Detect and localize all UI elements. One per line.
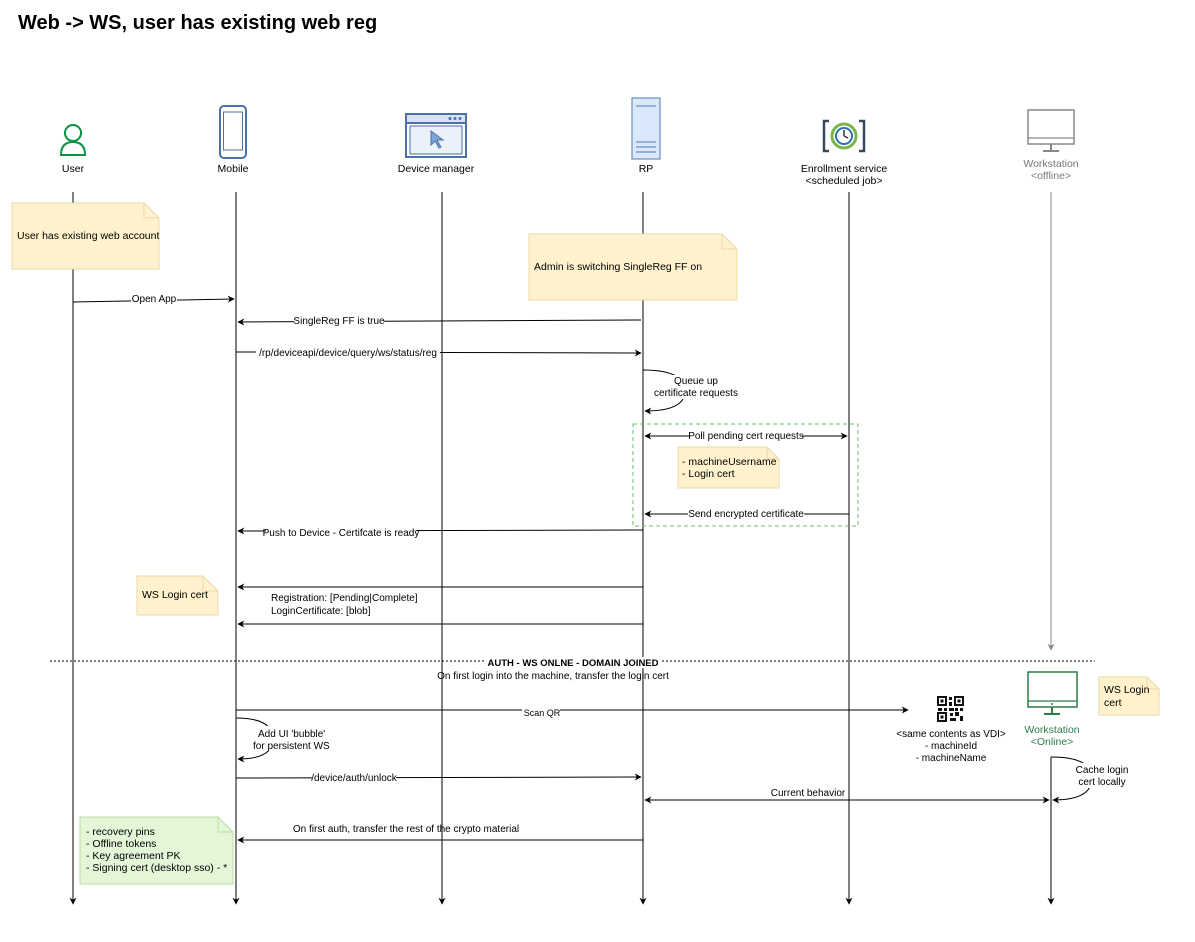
- message-auth-unlock: /device/auth/unlock: [235, 773, 642, 784]
- message-send-encrypted: Send encrypted certificate: [644, 508, 849, 520]
- message-status-reg-label: /rp/deviceapi/device/query/ws/status/reg: [259, 348, 437, 359]
- note-existing-account-text: User has existing web account: [17, 230, 159, 242]
- note-existing-account: User has existing web account: [11, 202, 160, 270]
- actor-sublabel-enrollment-service: <scheduled job>: [805, 175, 882, 187]
- note-crypto-line2: - Offline tokens: [86, 838, 156, 850]
- section-divider-label-bg: [486, 657, 660, 668]
- message-open-app: Open App: [72, 293, 235, 305]
- scheduled-job-clock-icon: [822, 119, 866, 153]
- actor-label-device-manager: Device manager: [398, 163, 475, 175]
- note-ws-login-cert-right: WS Login cert: [1098, 676, 1160, 716]
- message-current-behavior: Current behavior: [644, 788, 1050, 804]
- lifelines: [69, 192, 1055, 905]
- message-poll-pending-label: Poll pending cert requests: [688, 431, 804, 442]
- message-queue-up-line2: certificate requests: [654, 388, 738, 399]
- message-first-auth: On first auth, transfer the rest of the …: [237, 824, 643, 844]
- message-first-auth-label: On first auth, transfer the rest of the …: [293, 824, 519, 835]
- workstation-online-sublabel: <Online>: [1031, 736, 1074, 748]
- poll-group-box: [632, 423, 859, 527]
- note-cert-contents-line2: - Login cert: [682, 468, 735, 480]
- message-cache-login-line1: Cache login: [1076, 765, 1129, 776]
- note-ws-login-cert-left: WS Login cert: [136, 575, 219, 616]
- qr-text-line1: <same contents as VDI>: [896, 729, 1006, 740]
- qr-text-line3: - machineName: [916, 753, 987, 764]
- actor-label-rp: RP: [639, 163, 654, 175]
- message-scan-qr: Scan QR: [236, 706, 909, 718]
- message-current-behavior-label: Current behavior: [771, 788, 846, 799]
- message-queue-up-self: Queue up certificate requests: [642, 369, 738, 415]
- message-open-app-label: Open App: [132, 294, 177, 305]
- message-poll-pending: Poll pending cert requests: [644, 430, 848, 442]
- message-queue-up-line1: Queue up: [674, 376, 718, 387]
- actor-label-workstation: Workstation: [1023, 158, 1078, 170]
- message-registration-line2: LoginCertificate: [blob]: [271, 606, 371, 617]
- workstation-online-label: Workstation: [1024, 724, 1079, 736]
- qr-code-icon: [937, 696, 964, 722]
- message-cache-login-self: Cache login cert locally: [1050, 756, 1132, 804]
- note-crypto-line4: - Signing cert (desktop sso) - *: [86, 862, 227, 874]
- user-icon: [59, 124, 87, 156]
- server-icon: [631, 97, 661, 160]
- note-ws-login-cert-right-line1: WS Login: [1104, 684, 1150, 696]
- note-admin-ff: Admin is switching SingleReg FF on: [528, 233, 738, 301]
- actor-label-enrollment-service: Enrollment service: [801, 163, 888, 175]
- section-heading: AUTH - WS ONLNE - DOMAIN JOINED: [488, 658, 659, 669]
- section-subheading: On first login into the machine, transfe…: [437, 671, 669, 682]
- message-singlereg-true: SingleReg FF is true: [237, 315, 642, 327]
- message-cache-login-line2: cert locally: [1078, 777, 1125, 788]
- note-ws-login-cert-right-line2: cert: [1104, 697, 1122, 709]
- actor-label-mobile: Mobile: [218, 163, 249, 175]
- qr-text-line2: - machineId: [925, 741, 977, 752]
- actor-sublabel-workstation: <offline>: [1031, 170, 1071, 182]
- message-registration-line1: Registration: [Pending|Complete]: [271, 593, 418, 604]
- note-crypto-line1: - recovery pins: [86, 826, 155, 838]
- message-status-reg: /rp/deviceapi/device/query/ws/status/reg: [235, 347, 642, 359]
- message-add-ui-bubble-line1: Add UI 'bubble': [258, 729, 325, 740]
- message-registration: Registration: [Pending|Complete] LoginCe…: [237, 583, 643, 628]
- monitor-online-icon: [1027, 671, 1078, 715]
- message-add-ui-bubble-line2: for persistent WS: [253, 741, 330, 752]
- message-push-to-device: Push to Device - Certifcate is ready: [237, 527, 644, 539]
- message-send-encrypted-label: Send encrypted certificate: [688, 509, 804, 520]
- note-crypto-line3: - Key agreement PK: [86, 850, 181, 862]
- monitor-offline-icon: [1027, 109, 1075, 152]
- note-cert-contents: - machineUsername - Login cert: [677, 446, 780, 489]
- note-ws-login-cert-left-text: WS Login cert: [142, 589, 208, 601]
- message-push-to-device-label: Push to Device - Certifcate is ready: [263, 528, 420, 539]
- note-admin-ff-text: Admin is switching SingleReg FF on: [534, 261, 702, 273]
- browser-window-icon: [405, 113, 467, 158]
- actor-label-user: User: [62, 163, 85, 175]
- message-add-ui-bubble-self: Add UI 'bubble' for persistent WS: [235, 717, 338, 763]
- message-auth-unlock-label: /device/auth/unlock: [311, 773, 398, 784]
- note-crypto-material: - recovery pins - Offline tokens - Key a…: [79, 816, 234, 885]
- note-cert-contents-line1: - machineUsername: [682, 456, 777, 468]
- mobile-phone-icon: [219, 105, 247, 159]
- page-title: Web -> WS, user has existing web reg: [18, 12, 378, 34]
- message-scan-qr-label: Scan QR: [524, 708, 561, 718]
- message-singlereg-true-label: SingleReg FF is true: [293, 316, 385, 327]
